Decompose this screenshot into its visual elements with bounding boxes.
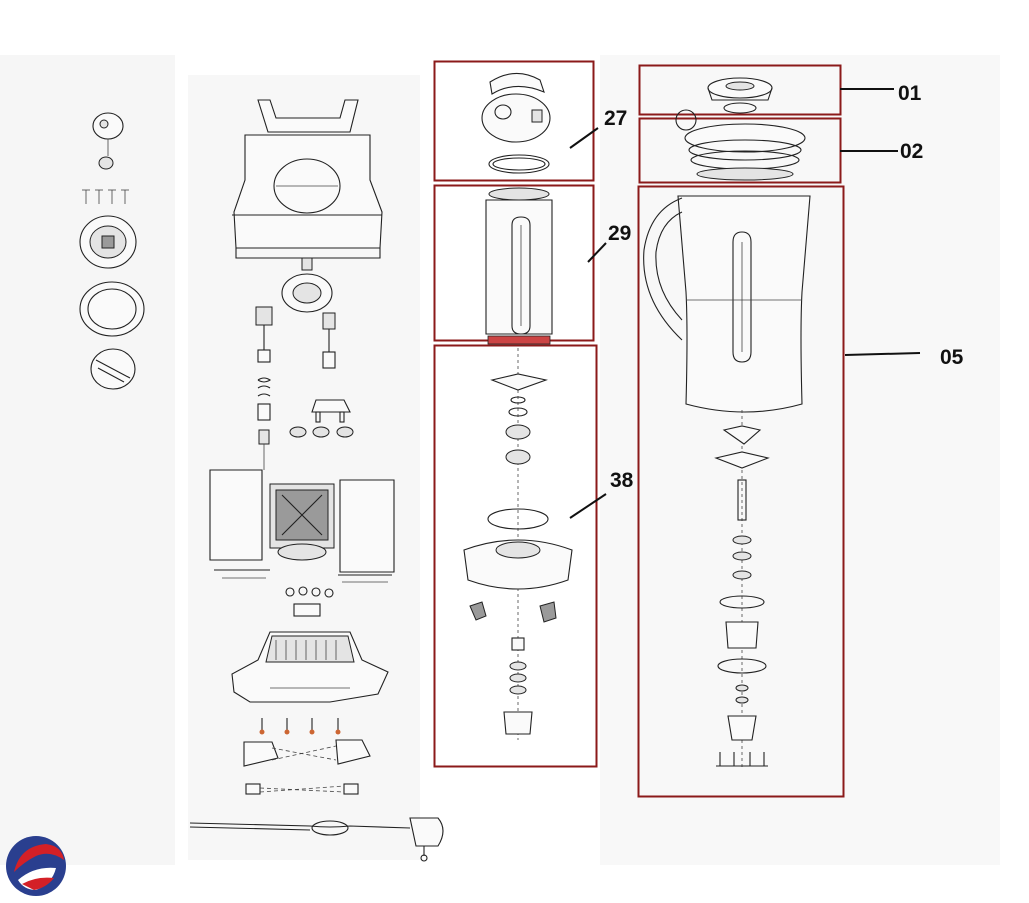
leader-38 bbox=[569, 493, 607, 519]
switch-assembly bbox=[255, 306, 354, 470]
frame-38 bbox=[433, 344, 598, 768]
jug-lid bbox=[675, 109, 806, 181]
power-cord-plug bbox=[189, 817, 444, 862]
diagram-background-left bbox=[0, 55, 175, 865]
control-knob-parts bbox=[79, 112, 145, 390]
bottom-base-cover bbox=[231, 586, 389, 703]
jug-blade-assembly bbox=[714, 410, 770, 770]
callout-27: 27 bbox=[604, 107, 627, 130]
diagram-background-right bbox=[600, 55, 1000, 865]
callout-29: 29 bbox=[608, 222, 631, 245]
callout-01: 01 bbox=[898, 82, 922, 105]
leader-27 bbox=[569, 127, 599, 149]
lid-cap bbox=[707, 77, 773, 114]
callout-05: 05 bbox=[940, 346, 964, 369]
bottle-blade-assembly bbox=[463, 348, 573, 740]
leader-05 bbox=[844, 352, 921, 356]
bottle-container bbox=[485, 187, 553, 345]
leader-29 bbox=[587, 242, 607, 263]
motor-and-frame bbox=[209, 469, 395, 583]
drive-coupling bbox=[281, 257, 333, 313]
frame-27 bbox=[433, 60, 595, 182]
frame-05 bbox=[637, 185, 845, 798]
feet-and-cord-clamps bbox=[243, 739, 371, 795]
callout-38: 38 bbox=[610, 469, 634, 492]
jug-container bbox=[643, 195, 811, 413]
bottle-lid-assembly bbox=[481, 72, 551, 174]
callout-02: 02 bbox=[900, 140, 923, 163]
base-screws bbox=[259, 718, 341, 735]
company-logo-swirl-icon bbox=[6, 836, 66, 896]
motor-base-housing bbox=[232, 99, 383, 259]
